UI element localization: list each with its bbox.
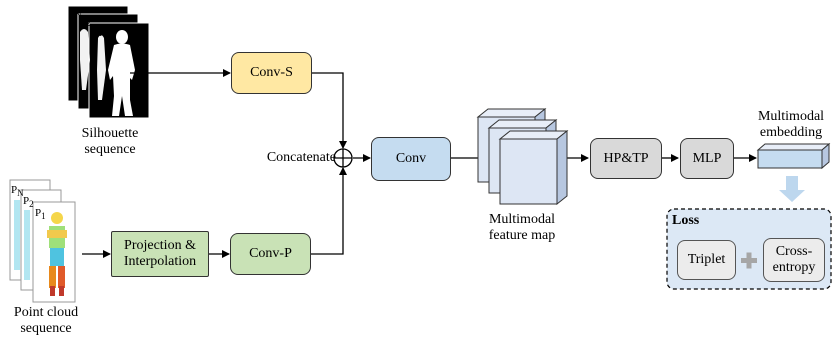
triplet-loss-block: Triplet [677, 240, 736, 280]
point-cloud-stack [9, 179, 76, 303]
conv-p-block: Conv-P [230, 233, 311, 275]
loss-title: Loss [672, 213, 700, 228]
embedding-caption: Multimodal embedding [757, 109, 825, 140]
mlp-block: MLP [680, 138, 734, 179]
plus-icon [741, 252, 757, 269]
silhouette-frame-label-n: SN [69, 6, 82, 21]
down-arrow-icon [779, 176, 805, 202]
point-cloud-figure-icon [14, 200, 67, 296]
pointcloud-frame-label-2: P2 [23, 195, 34, 210]
silhouette-person-icon [108, 30, 135, 116]
silhouette-stack [67, 5, 150, 119]
silhouette-frame-label-1: S1 [92, 24, 103, 39]
concatenate-icon [333, 148, 353, 168]
embedding-vector-icon [756, 142, 831, 170]
feature-map-stack-icon [476, 107, 569, 206]
silhouette-frame-label-2: S2 [80, 14, 91, 29]
pointcloud-caption: Point cloud sequence [13, 305, 79, 336]
feature-map-caption: Multimodal feature map [488, 212, 556, 243]
pointcloud-frame-label-n: PN [11, 184, 24, 199]
cross-entropy-loss-block: Cross-entropy [763, 238, 825, 282]
conv-s-block: Conv-S [231, 52, 312, 94]
projection-interpolation-block: Projection &Interpolation [111, 231, 209, 277]
hptp-block: HP&TP [590, 138, 662, 179]
concatenate-label: Concatenate [266, 150, 336, 165]
silhouette-caption: Silhouette sequence [81, 126, 139, 157]
conv-block: Conv [371, 137, 451, 181]
pointcloud-frame-label-1: P1 [35, 207, 46, 222]
